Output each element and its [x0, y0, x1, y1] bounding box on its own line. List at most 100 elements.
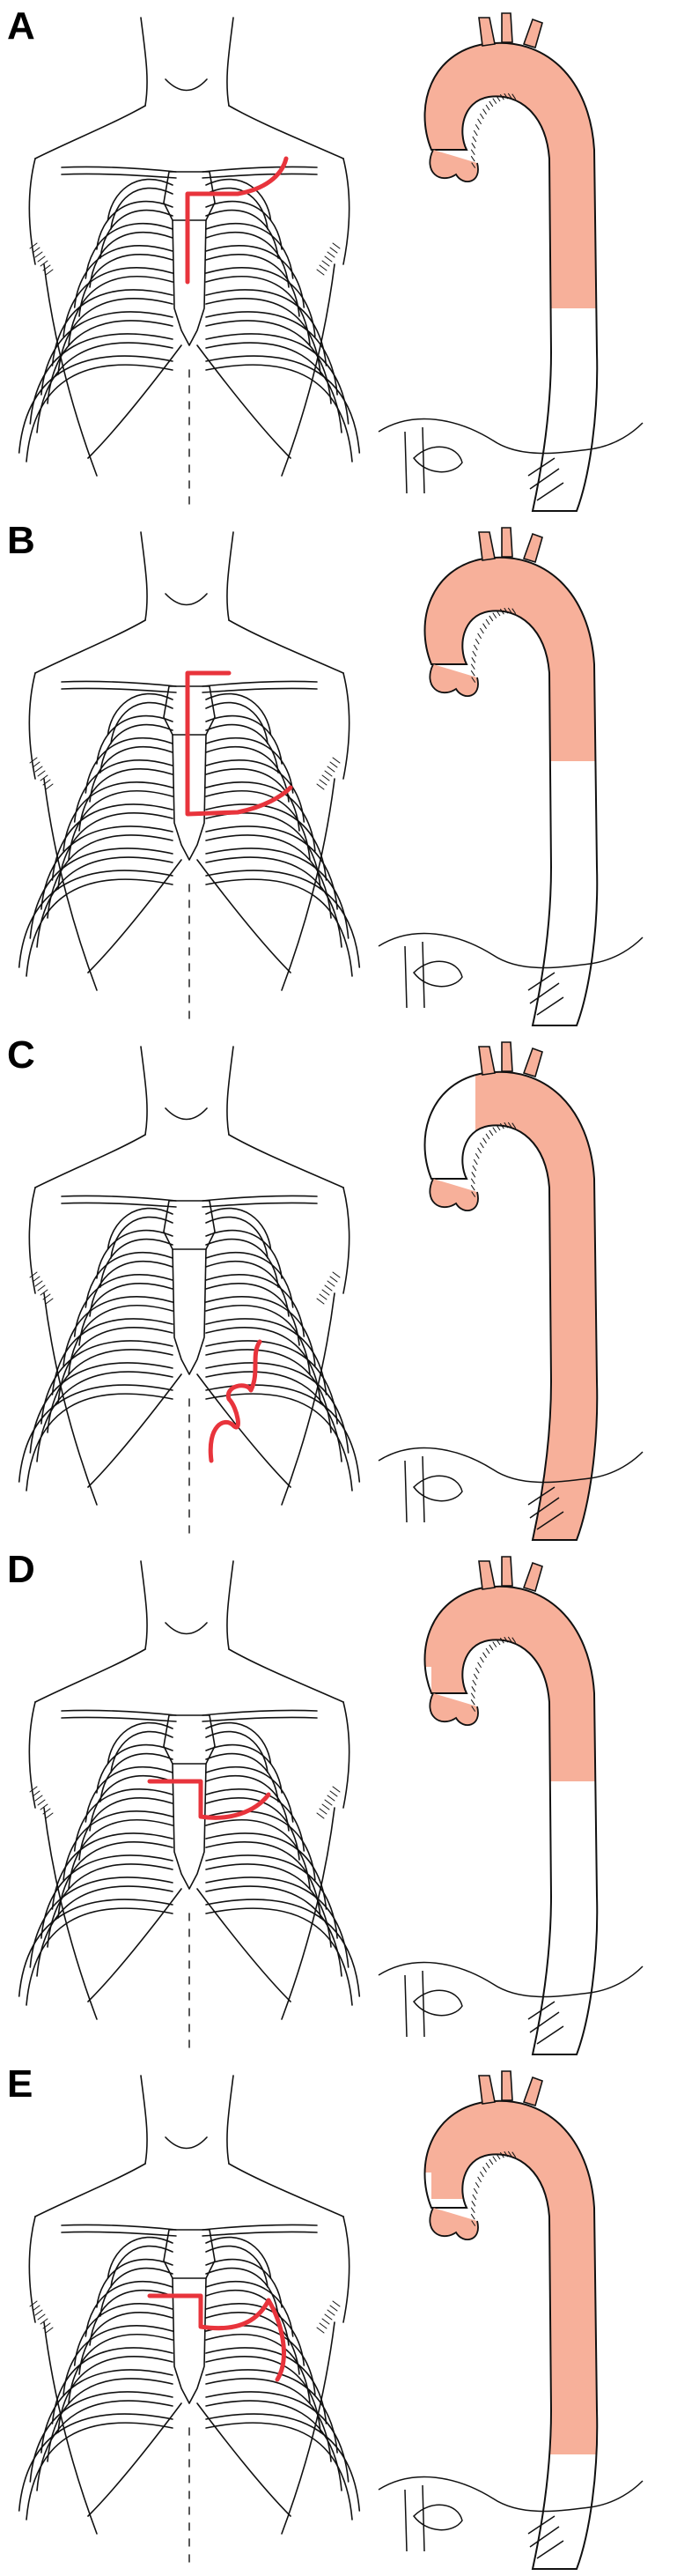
tick	[473, 651, 476, 656]
hatch-line	[35, 252, 42, 257]
hatch-line	[333, 2301, 340, 2306]
tick	[486, 1648, 489, 1654]
tick	[493, 2157, 497, 2162]
clavicle	[62, 2224, 317, 2230]
chest-illustration	[18, 532, 370, 1025]
graft-segment	[379, 18, 643, 308]
tick	[480, 2172, 483, 2177]
tick	[483, 1653, 487, 1658]
aorta-body	[379, 18, 643, 511]
tick	[471, 1699, 475, 1705]
tick	[474, 130, 477, 136]
graft-region	[379, 18, 643, 308]
tick	[474, 2188, 477, 2194]
hatch-line	[46, 270, 53, 275]
hiatus	[414, 1476, 462, 1500]
tick	[475, 124, 479, 130]
great-vessels	[479, 13, 542, 48]
tick	[471, 156, 475, 161]
shoulder-line	[35, 106, 343, 159]
hatch-line	[30, 243, 37, 248]
rib-right	[206, 2304, 304, 2365]
hatch-line	[322, 1804, 329, 1810]
rib-left	[108, 180, 173, 220]
hatch-line	[327, 2310, 335, 2315]
rib-right	[206, 1723, 271, 1764]
hatch-line	[330, 1791, 337, 1796]
tick	[475, 639, 479, 644]
aorta-body	[379, 1561, 643, 2054]
hatch-line	[38, 1285, 45, 1291]
hatch-line	[333, 758, 340, 763]
diaphragm	[379, 1963, 643, 2044]
clavicle	[62, 1710, 317, 1715]
rib-right	[206, 2379, 331, 2461]
diaphragm	[379, 1448, 643, 1529]
tick	[471, 1693, 475, 1699]
chest-illustration	[18, 1561, 370, 2054]
left-subclavian-artery	[524, 19, 542, 48]
sternum	[164, 2230, 215, 2403]
great-vessels	[479, 528, 542, 562]
diaphragm-line	[379, 934, 643, 968]
tick	[478, 1148, 482, 1153]
hiatus	[414, 2505, 462, 2529]
tick	[483, 1138, 487, 1144]
crus	[405, 427, 424, 493]
tick	[473, 1166, 476, 1171]
rib-left	[48, 1350, 173, 1432]
armpit-hatching	[30, 2301, 340, 2333]
rib-left	[48, 2379, 173, 2461]
tick	[472, 2201, 475, 2206]
torso-outline	[19, 2076, 360, 2562]
tick	[478, 633, 482, 639]
left-subclavian-artery	[524, 1563, 542, 1591]
hatch-line	[38, 256, 45, 262]
rib-left	[48, 1864, 173, 1947]
aorta-body	[379, 2076, 643, 2569]
hatch-line	[30, 1787, 37, 1792]
diaphragm-line	[379, 1448, 643, 1483]
incision-line	[150, 1781, 269, 1817]
hatch-line	[33, 1791, 40, 1796]
tick	[475, 1153, 479, 1158]
tick	[480, 1143, 483, 1148]
tick	[474, 645, 477, 650]
tick	[478, 119, 482, 124]
hatch-line	[317, 270, 324, 275]
hatch-line	[327, 766, 335, 772]
graft-region	[379, 1561, 643, 1781]
tick	[471, 670, 475, 676]
clavicle	[62, 1203, 317, 1207]
hatch-line	[330, 762, 337, 767]
rib-right	[206, 1864, 331, 1947]
tick	[471, 150, 475, 155]
rib-left	[75, 1275, 173, 1336]
brachiocephalic-artery	[479, 18, 495, 46]
left-carotid-artery	[502, 1042, 512, 1071]
chest-illustration	[18, 18, 370, 511]
hatch-line	[35, 1281, 42, 1286]
rib-left	[108, 1723, 173, 1764]
arch-ticks	[471, 1637, 516, 1712]
tick	[486, 619, 489, 625]
tick	[475, 1668, 479, 1673]
tick	[483, 2167, 487, 2173]
hatch-line	[325, 1285, 332, 1291]
hiatus	[414, 447, 462, 471]
hatch-line	[38, 771, 45, 776]
torso-outline	[19, 1561, 360, 2047]
hatch-line	[317, 784, 324, 789]
rib-right	[206, 1275, 304, 1336]
tick	[472, 1686, 475, 1691]
throat-line	[166, 2137, 207, 2149]
left-subclavian-artery	[524, 1048, 542, 1077]
tick	[480, 1657, 483, 1662]
tick	[480, 628, 483, 633]
tick	[472, 1172, 475, 1177]
rib-left	[48, 835, 173, 918]
tick	[471, 2208, 475, 2213]
tick	[473, 137, 476, 142]
rib-right	[206, 1789, 304, 1851]
tick	[493, 1128, 497, 1133]
